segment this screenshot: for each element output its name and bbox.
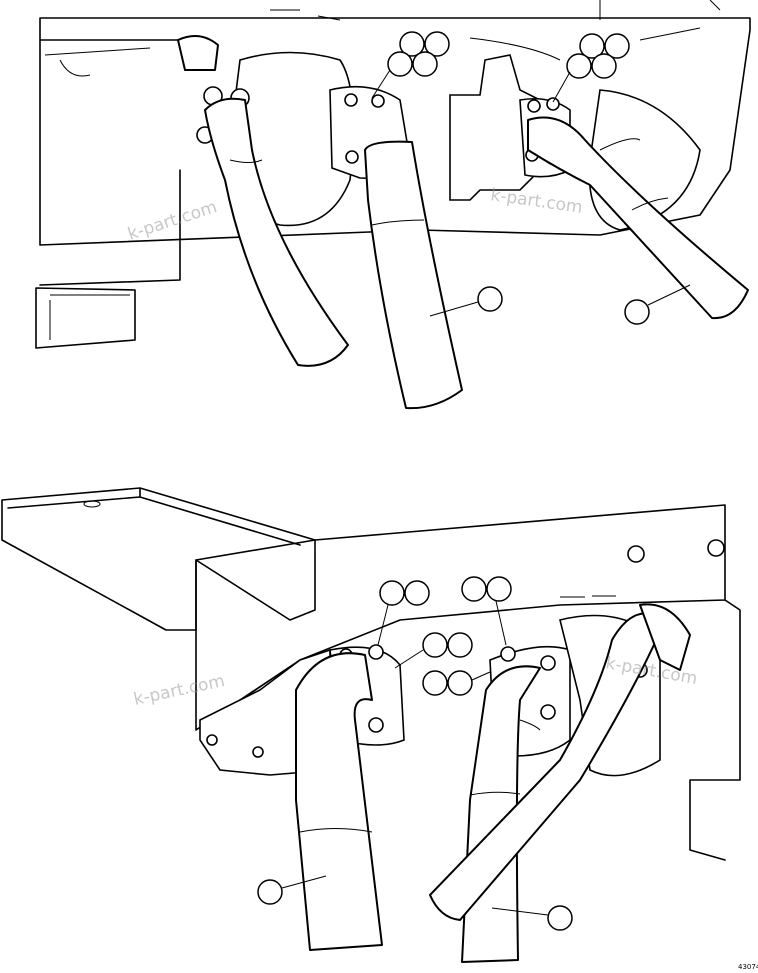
upper-hose-middle [364, 140, 463, 410]
lower-callout-cluster-center [394, 632, 491, 696]
lower-frame-slots [560, 595, 616, 598]
upper-callout-cluster-right [552, 33, 630, 103]
watermark-2: k-part.com [489, 185, 583, 218]
lower-callout-pair-left [377, 580, 430, 646]
watermark-1: k-part.com [125, 197, 219, 245]
upper-frame [35, 17, 751, 349]
lower-view [1, 487, 741, 963]
lower-bracket-hole [83, 500, 101, 508]
lower-hose-left [295, 652, 383, 951]
watermark-3: k-part.com [132, 671, 227, 710]
upper-frame-detail [44, 0, 721, 340]
upper-hose-left [204, 97, 349, 367]
upper-hose-bands [229, 138, 669, 226]
lower-mounting-bracket [1, 487, 316, 631]
figure-reference-number: 43074 [738, 963, 758, 971]
lower-frame-plug-1 [627, 545, 645, 563]
lower-callout-hose-middle [491, 905, 573, 931]
lower-callout-hose-left [257, 875, 327, 905]
lower-frame-plug-2 [707, 539, 725, 557]
lower-callout-pair-right [461, 576, 512, 646]
upper-view [35, 0, 751, 410]
lower-hose-bands [299, 719, 541, 833]
upper-callout-hose-right [624, 284, 691, 325]
lower-hose-clamp-right [639, 603, 691, 671]
upper-callout-cluster-left [371, 31, 450, 99]
upper-hose-right [527, 116, 749, 320]
upper-callout-hose-middle [429, 286, 503, 317]
upper-pipe-top [177, 35, 219, 71]
